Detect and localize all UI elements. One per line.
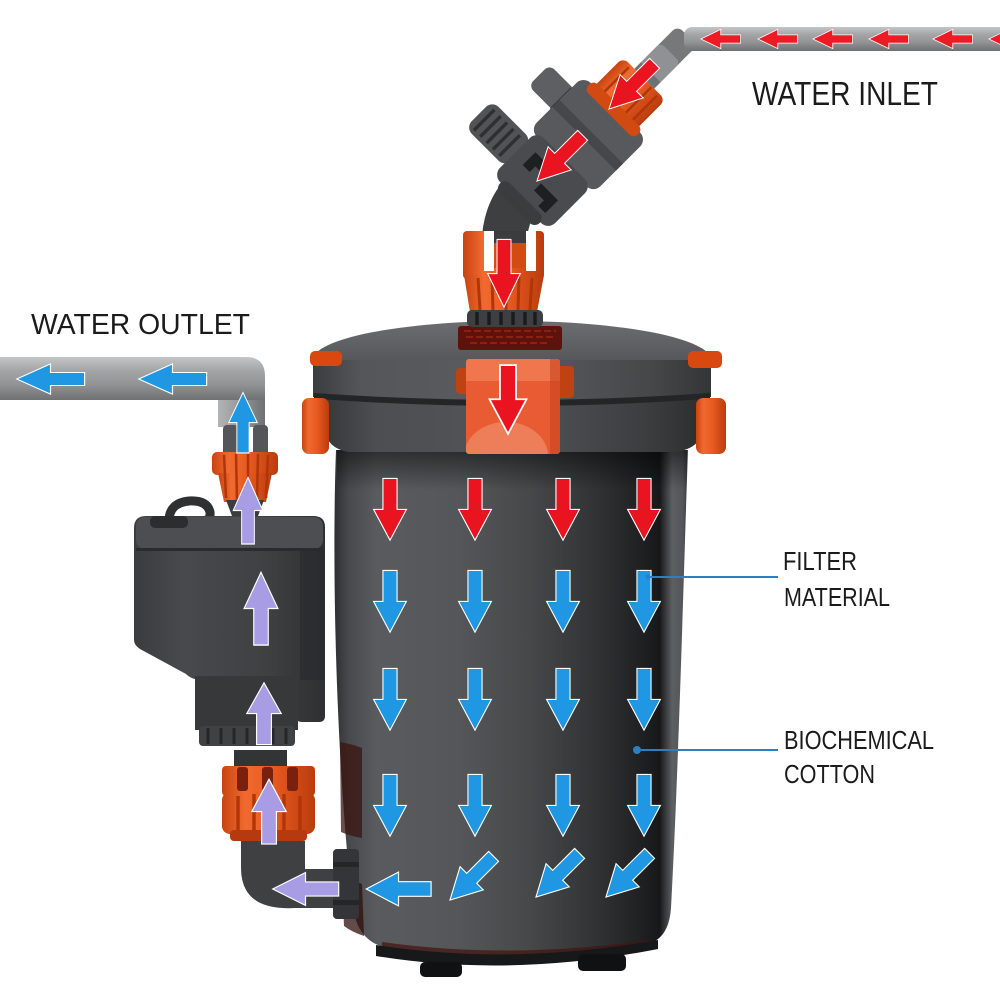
svg-text:FILTER: FILTER [783,546,857,576]
svg-text:MATERIAL: MATERIAL [784,582,890,612]
svg-text:BIOCHEMICAL: BIOCHEMICAL [784,725,934,755]
svg-text:WATER INLET: WATER INLET [752,75,938,112]
svg-text:WATER OUTLET: WATER OUTLET [31,309,250,341]
svg-text:COTTON: COTTON [784,759,875,789]
